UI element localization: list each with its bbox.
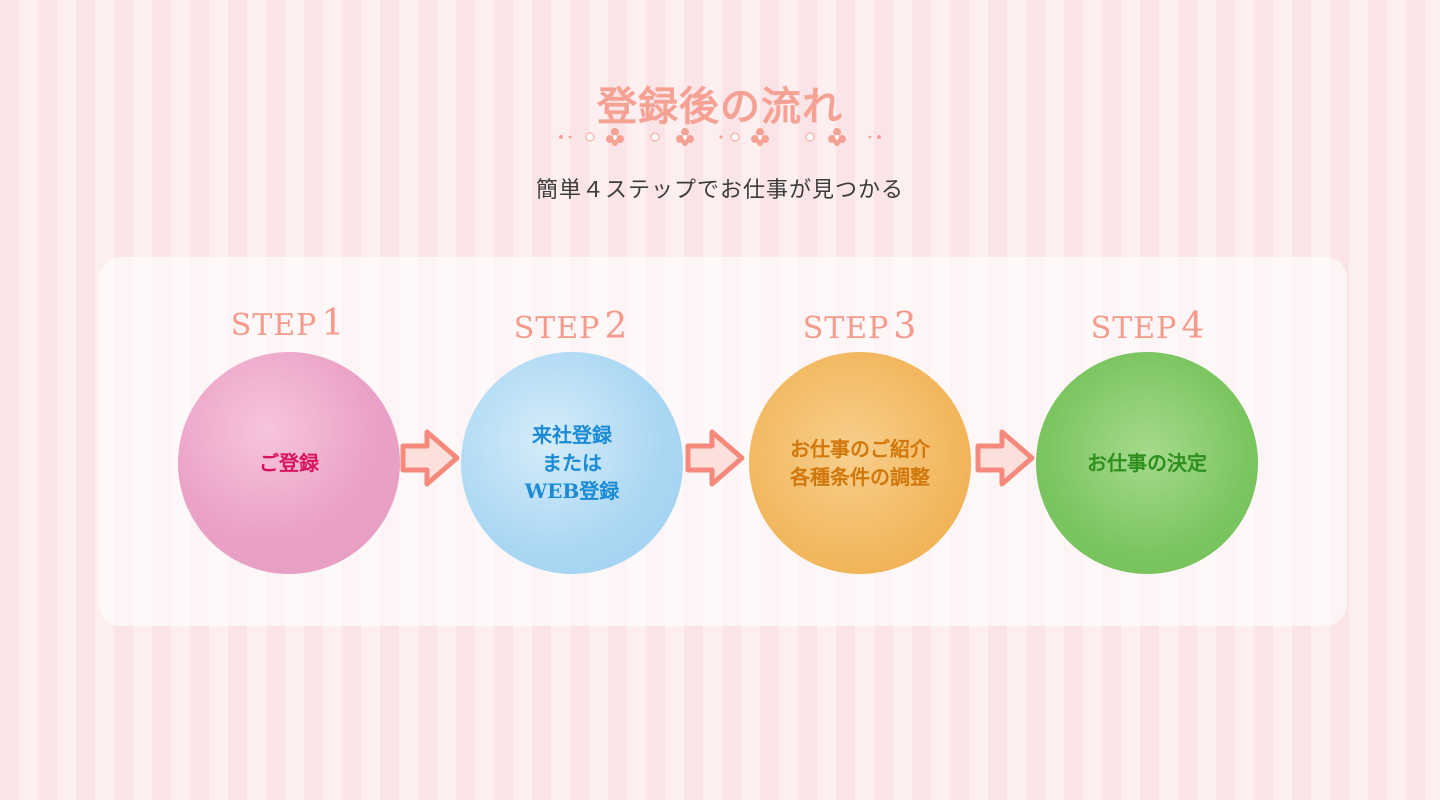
- step-number: 1: [321, 303, 346, 344]
- step-circle-1: ご登録: [178, 352, 400, 574]
- step-text: お仕事のご紹介 各種条件の調整: [790, 437, 930, 489]
- arrow-right-icon: [975, 429, 1035, 487]
- step-text: 来社登録 または WEB登録: [524, 423, 620, 503]
- step-circle-3: お仕事のご紹介 各種条件の調整: [749, 352, 971, 574]
- flower-ornament-icon: [559, 128, 881, 146]
- step-prefix: STEP: [1090, 311, 1178, 346]
- step-circle-4: お仕事の決定: [1036, 352, 1258, 574]
- step-number: 3: [893, 306, 918, 347]
- step-prefix: STEP: [513, 311, 601, 346]
- step-prefix: STEP: [802, 311, 890, 346]
- step-number: 4: [1181, 306, 1206, 347]
- step-number: 2: [604, 306, 629, 347]
- step-text: お仕事の決定: [1087, 451, 1207, 475]
- step-text: ご登録: [259, 451, 319, 475]
- section-subtitle: 簡単４ステップでお仕事が見つかる: [535, 178, 904, 203]
- arrow-right-icon: [685, 429, 745, 487]
- arrow-right-icon: [400, 429, 460, 487]
- step-circle-2: 来社登録 または WEB登録: [461, 352, 683, 574]
- step-prefix: STEP: [230, 308, 318, 343]
- section-title: 登録後の流れ: [597, 83, 843, 130]
